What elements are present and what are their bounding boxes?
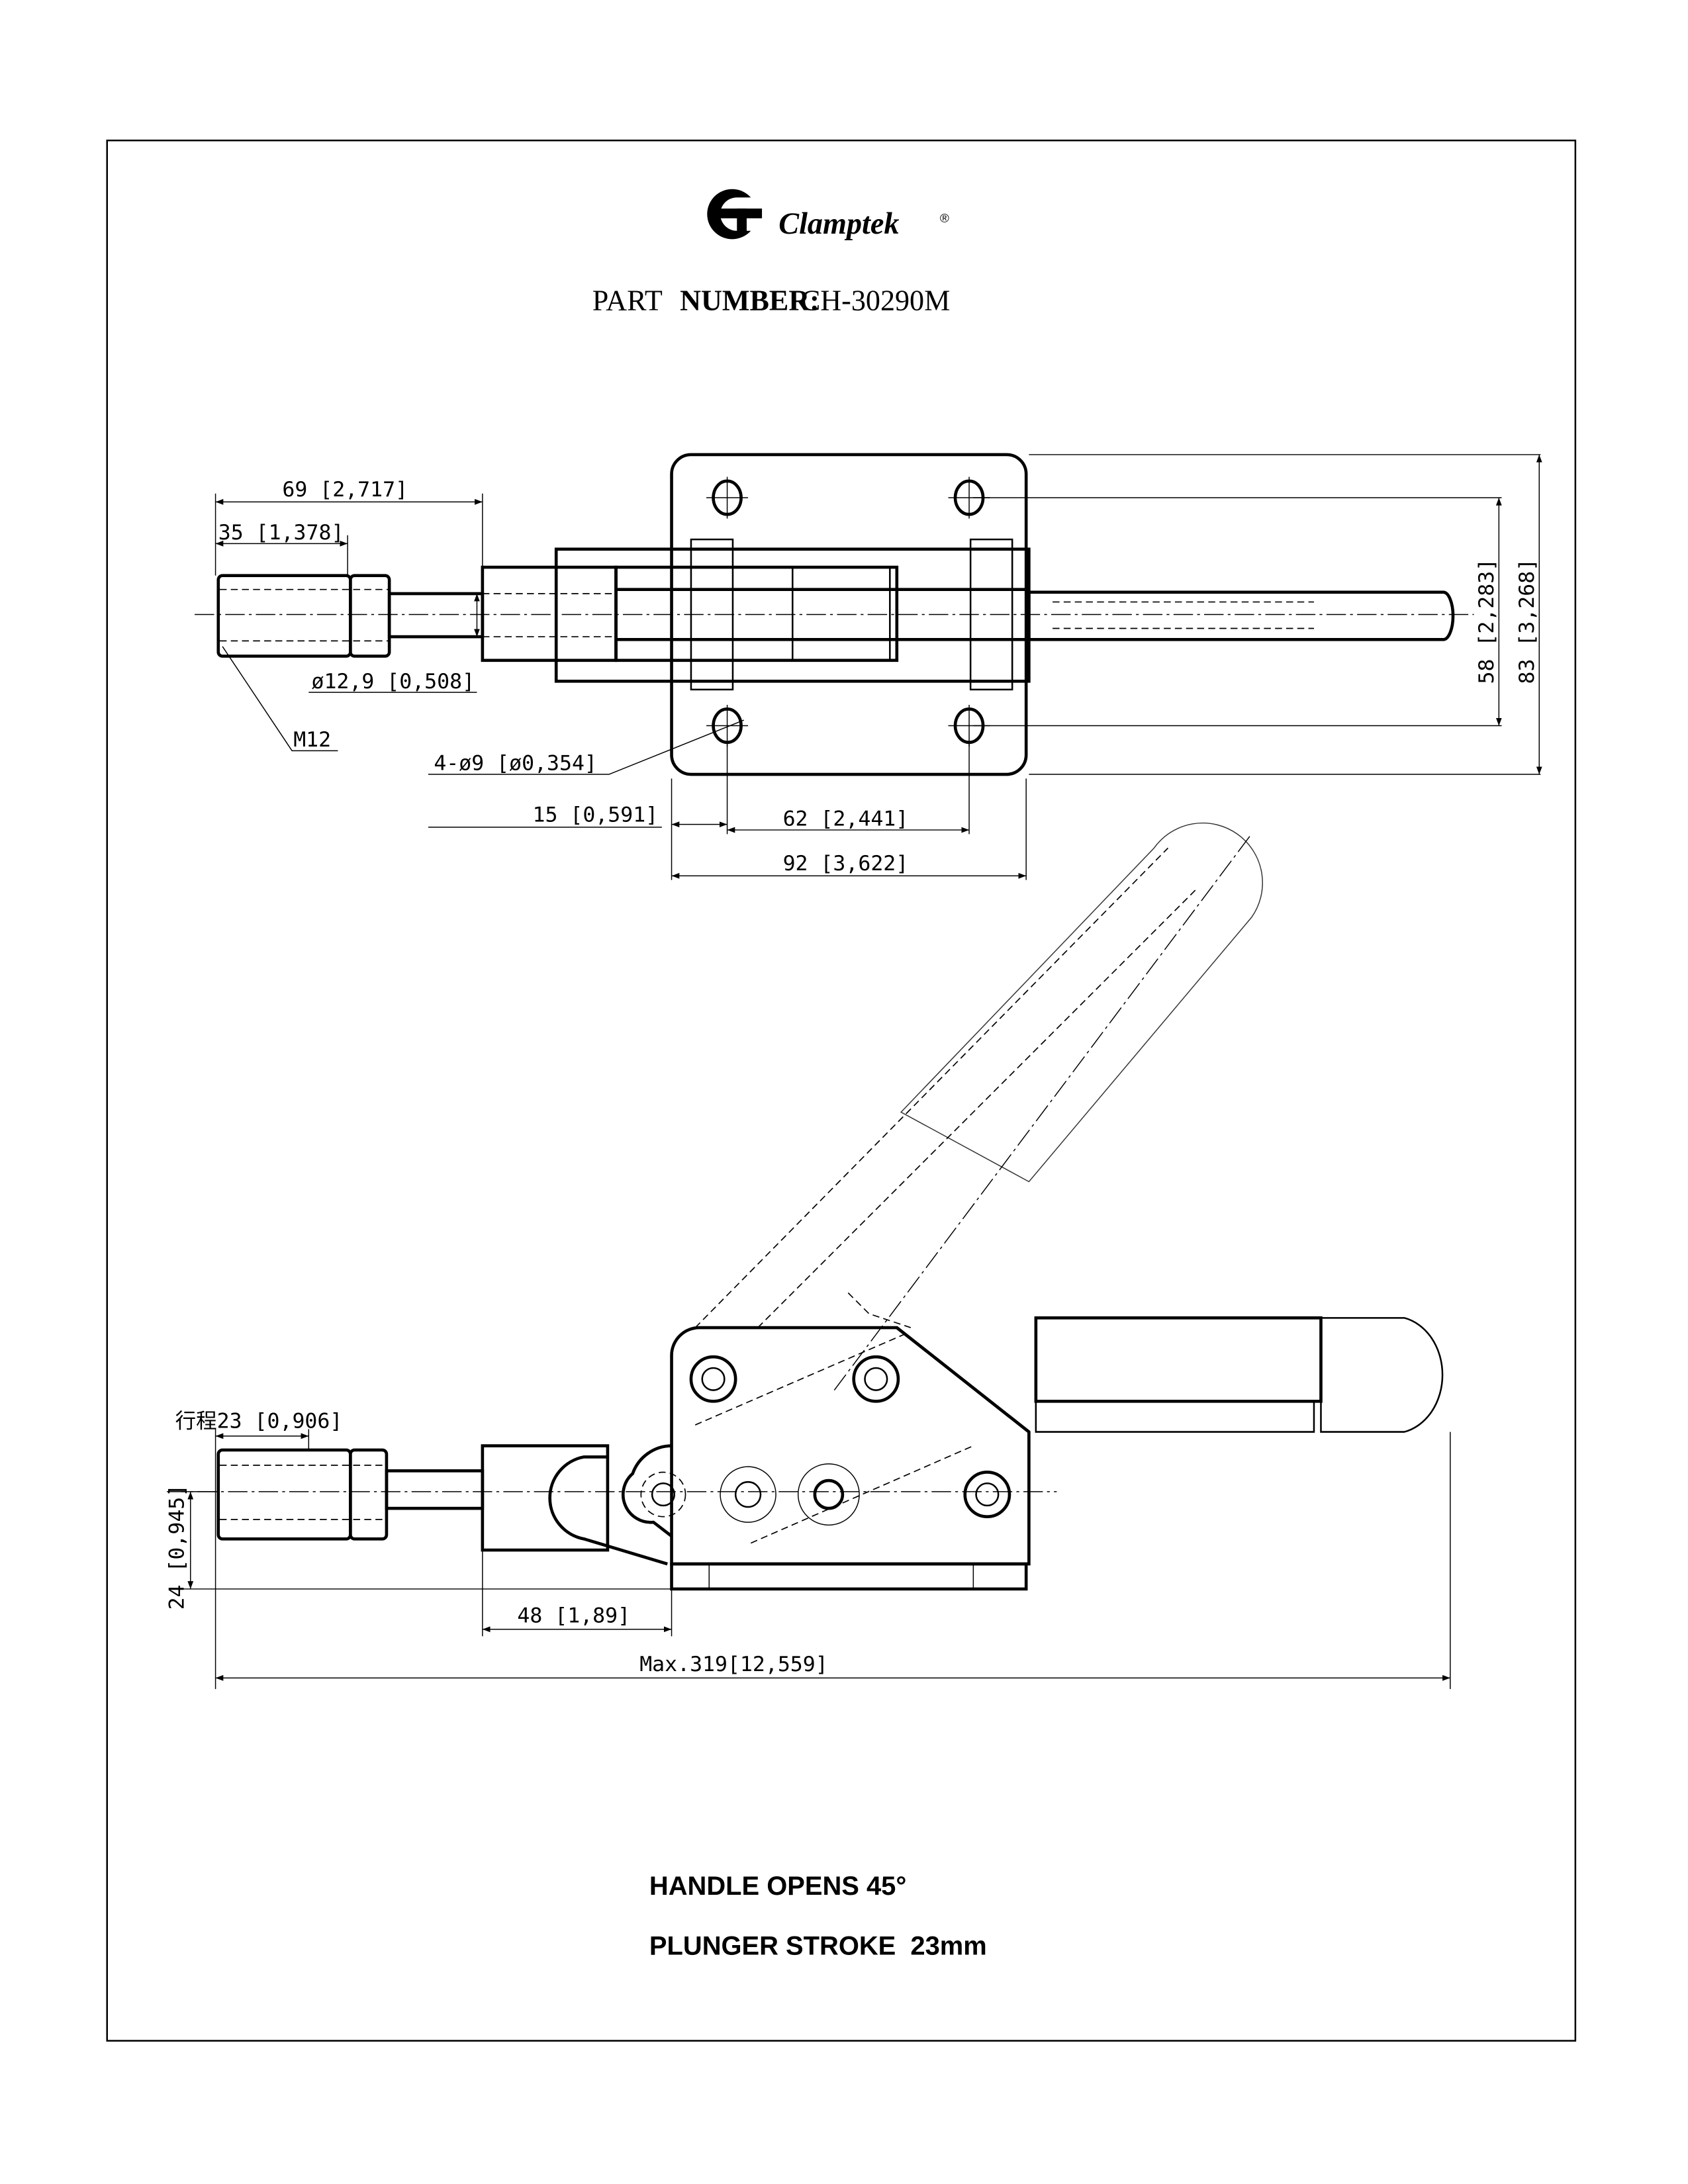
side-view-dimensions: 行程23 [0,906] 24 [0,945] 48 [1,89] Max.31… (165, 1409, 1451, 1690)
note-handle-opens: HANDLE OPENS 45° (649, 1872, 906, 1901)
dim-48: 48 [1,89] (517, 1604, 630, 1627)
part-label: PART (592, 284, 663, 316)
dim-24: 24 [0,945] (165, 1484, 189, 1610)
pivot-pins (640, 1355, 1011, 1526)
dim-58: 58 [2,283] (1475, 559, 1499, 684)
dim-92: 92 [3,622] (783, 852, 909, 876)
dim-69: 69 [2,717] (282, 478, 408, 502)
thread-m12: M12 (293, 728, 331, 752)
side-view (167, 822, 1444, 1591)
dim-83: 83 [3,268] (1515, 559, 1539, 684)
number-label: NUMBER: (680, 284, 820, 316)
open-handle-phantom (694, 822, 1264, 1390)
top-view-dimensions: 69 [2,717] 35 [1,378] ø12,9 [0,508] M12 … (214, 454, 1542, 880)
dim-35: 35 [1,378] (218, 521, 344, 545)
sheet-border (106, 139, 1577, 2042)
dim-15: 15 [0,591] (532, 803, 658, 827)
part-number: CH-30290M (801, 284, 950, 316)
top-view (195, 453, 1474, 776)
mounting-holes (706, 477, 990, 747)
dim-stroke: 行程23 [0,906] (175, 1409, 343, 1433)
dim-diameter: ø12,9 [0,508] (312, 670, 475, 694)
part-number-title: PART NUMBER: CH-30290M (592, 284, 951, 316)
hole-callout: 4-ø9 [ø0,354] (434, 752, 597, 776)
registered-mark: ® (940, 212, 949, 226)
brand-name: Clamptek (778, 206, 899, 240)
dim-62: 62 [2,441] (783, 807, 909, 831)
note-plunger-stroke: PLUNGER STROKE 23mm (649, 1931, 987, 1960)
dim-max-length: Max.319[12,559] (639, 1653, 827, 1676)
notes: HANDLE OPENS 45° PLUNGER STROKE 23mm (649, 1872, 987, 1960)
clamptek-logo: Clamptek ® (707, 189, 949, 240)
